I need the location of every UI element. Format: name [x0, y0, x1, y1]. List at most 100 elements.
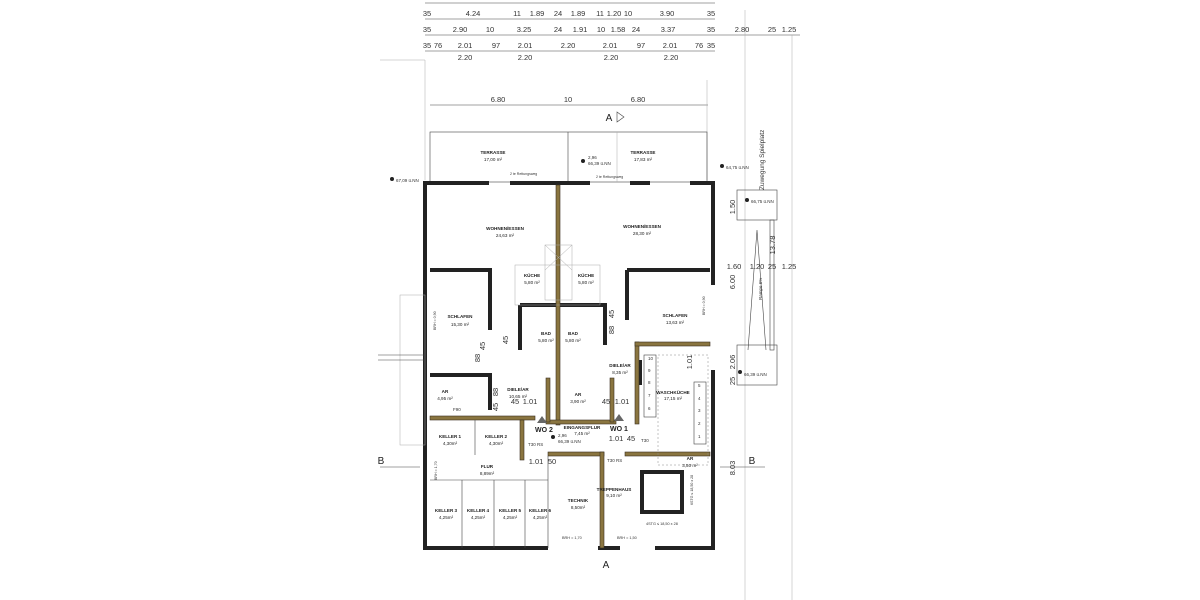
label: 24,63 m²: [496, 233, 515, 238]
room-bedroom-right: SCHLAFEN 13,63 m²: [662, 313, 688, 325]
label: 1.20: [750, 262, 765, 271]
label: 28,30 m²: [633, 231, 652, 236]
dim: 76: [695, 41, 703, 50]
plan-line: [736, 344, 778, 386]
dim: 1.91: [573, 25, 588, 34]
plan-line: [690, 181, 715, 285]
plan-line: [378, 354, 425, 361]
fire-walls: [429, 184, 711, 549]
label: FLUR: [481, 464, 494, 469]
label: 2 te Rettungsweg: [596, 175, 623, 179]
label: 3,90 m²: [570, 399, 586, 404]
label: 1.50: [728, 200, 737, 215]
label: SCHLAFEN: [662, 313, 688, 318]
label: BRH = 1,70: [434, 461, 438, 480]
outer-walls: [423, 181, 715, 550]
label: Rampe 6%: [758, 278, 763, 300]
label: 4,95 m²: [437, 396, 453, 401]
label: 6STG ≤ 18,50 x 28: [690, 475, 694, 505]
label: KELLER 4: [467, 508, 490, 513]
label: TERRASSE: [630, 150, 655, 155]
label: 8,35 m²: [612, 370, 628, 375]
unit-label-wo2: WO 2: [535, 427, 553, 434]
dim: 2.20: [664, 53, 679, 62]
room-bedroom-left: SCHLAFEN 15,30 m²: [447, 314, 473, 327]
partitions: [378, 294, 709, 548]
slot-label: 8: [648, 380, 651, 385]
label: 13,63 m²: [666, 320, 685, 325]
dim: 24: [632, 25, 640, 34]
label: 66,39 ü.NN: [558, 439, 581, 444]
plan-line: [547, 451, 605, 457]
plan-line: [693, 381, 707, 445]
label: 6.00: [728, 275, 737, 290]
label: 13.78: [768, 236, 777, 255]
label: 1.01: [685, 355, 694, 370]
section-arrow-icon: [616, 111, 625, 123]
dim: 3.25: [517, 25, 532, 34]
room-storage-left: AR 4,95 m²: [437, 389, 453, 401]
plan-line: [738, 370, 742, 374]
room-cellar-3: KELLER 34,25m²: [435, 508, 458, 520]
label: 5,80 m²: [524, 280, 540, 285]
dim: 97: [637, 41, 645, 50]
dim: 10: [597, 25, 605, 34]
label: KELLER 5: [499, 508, 522, 513]
dim: 24: [554, 25, 562, 34]
label: 15,30 m²: [451, 322, 470, 327]
label: SCHLAFEN: [447, 314, 473, 319]
label: BRH = 0,90: [433, 311, 437, 330]
dim: 2.90: [453, 25, 468, 34]
plan-line: [655, 370, 715, 550]
label: 45: [602, 397, 610, 406]
label: 64,75 ü.NN: [726, 165, 749, 170]
plan-line: [634, 341, 711, 347]
room-hall-right: DIELE/AR8,35 m²: [609, 363, 631, 375]
label: 45: [501, 336, 510, 344]
plan-line: [514, 264, 601, 306]
dim: 1.58: [611, 25, 626, 34]
label: Zuwegung Spielplatz: [759, 130, 766, 190]
room-terrace-right: TERRASSE 17,83 m²: [630, 150, 655, 162]
room-cellar-6: KELLER 64,25m²: [529, 508, 552, 520]
dim: 1.89: [530, 9, 545, 18]
label: 45: [511, 397, 519, 406]
label: TECHNIK: [568, 498, 589, 503]
unit-label-wo1: WO 1: [610, 426, 628, 433]
label: AR: [442, 389, 449, 394]
label: 66,75 ü.NN: [751, 199, 774, 204]
label: 9,10 m²: [606, 493, 622, 498]
label: 17,83 m²: [634, 157, 653, 162]
ramp: [736, 189, 778, 386]
plan-line: [399, 294, 426, 446]
plan-line: [657, 354, 709, 466]
plan-line: [720, 164, 724, 168]
dimension-row-3: 35 76 2.01 97 2.01 2.20 2.01 97 2.01 76 …: [423, 41, 715, 50]
label: 45: [607, 310, 616, 318]
label: 1.01: [615, 397, 630, 406]
annotations: Zuwegung Spielplatz Rampe 6% 2 te Rettun…: [433, 130, 766, 540]
terrace: [429, 131, 708, 183]
label: AR: [575, 392, 582, 397]
plan-line: [519, 419, 525, 461]
slot-label: 10: [648, 356, 654, 361]
dim: 2.01: [518, 41, 533, 50]
dim: 2.01: [603, 41, 618, 50]
label: 8,89m²: [480, 471, 495, 476]
dim: 24: [554, 9, 562, 18]
label: TREPPENHAUS: [597, 487, 632, 492]
label: 1.25: [782, 262, 797, 271]
label: KÜCHE: [524, 272, 540, 278]
label: BAD: [541, 331, 552, 336]
plan-line: [769, 219, 775, 351]
label: 4,25m²: [439, 515, 454, 520]
plan-line: [634, 341, 640, 425]
label: T30: [641, 438, 649, 443]
